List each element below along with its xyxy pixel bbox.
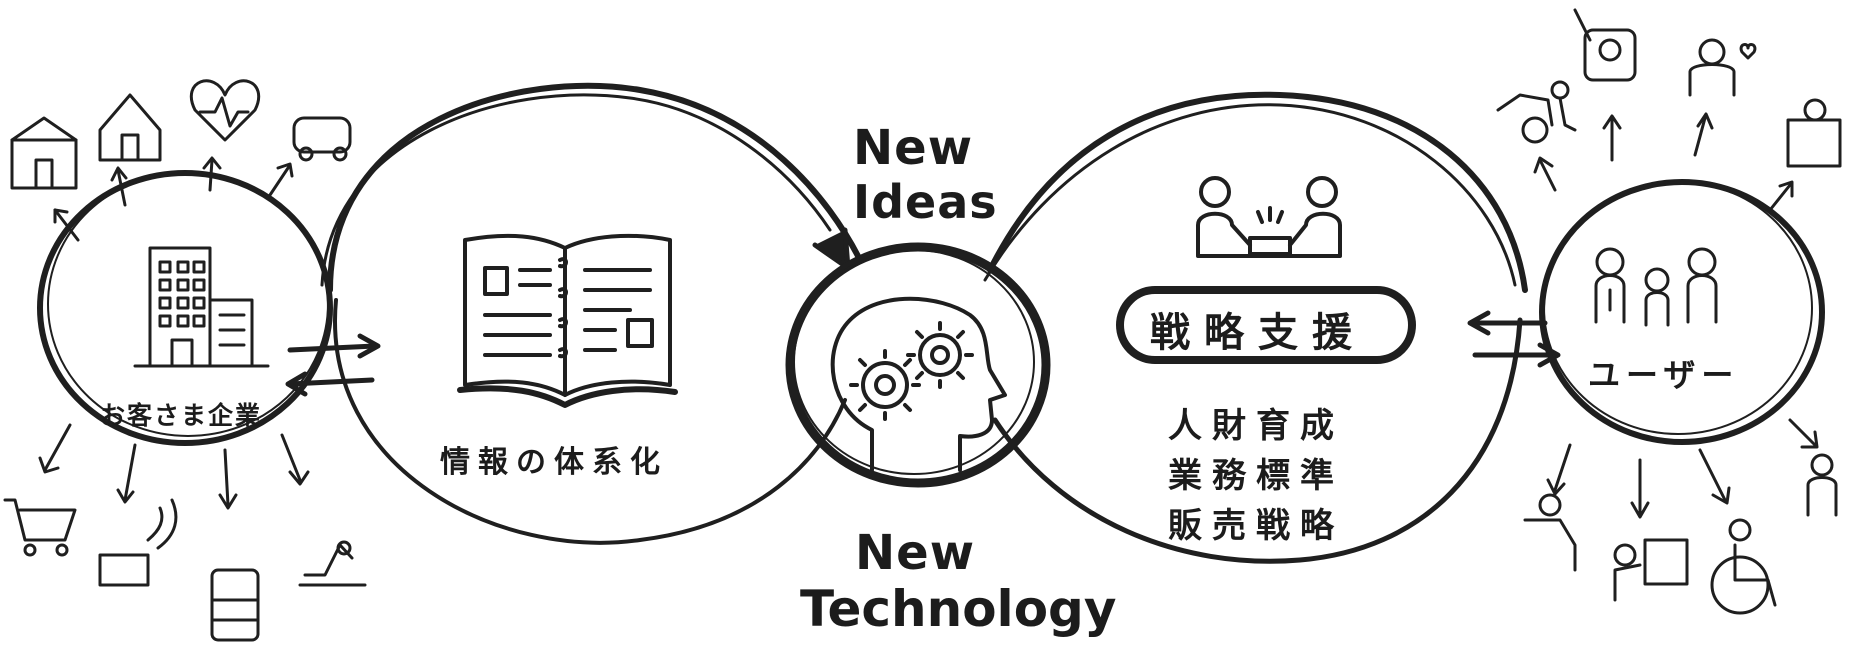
user-circle bbox=[1539, 179, 1825, 445]
strategy-item-sales: 販売戦略 bbox=[1168, 506, 1344, 546]
elderly-user-icon bbox=[1583, 28, 1637, 82]
school-icon bbox=[10, 138, 78, 190]
exchange-arrows-right bbox=[1467, 310, 1561, 368]
strategy-item-hr: 人財育成 bbox=[1168, 406, 1344, 446]
wheelchair-care-icon bbox=[1521, 116, 1549, 144]
robot-arm-icon bbox=[303, 543, 354, 577]
child-user-icon bbox=[1810, 453, 1834, 477]
head-gears-icon bbox=[830, 296, 1007, 472]
exchange-arrows-left bbox=[285, 333, 381, 397]
open-book-icon bbox=[457, 233, 678, 408]
strategy-badge bbox=[1116, 286, 1416, 364]
wheelchair-icon bbox=[1710, 555, 1770, 615]
office-building-icon bbox=[133, 246, 270, 368]
train-icon bbox=[210, 568, 260, 642]
presenter-icon bbox=[1643, 538, 1689, 586]
users-family-icon bbox=[1594, 247, 1718, 327]
client-label: お客さま企業 bbox=[100, 401, 263, 430]
car-icon bbox=[292, 116, 352, 154]
caregiver-icon bbox=[1698, 38, 1726, 66]
client-circle bbox=[37, 170, 333, 446]
chair-user-icon bbox=[1523, 518, 1577, 572]
systematization-label: 情報の体系化 bbox=[440, 445, 668, 480]
user-label: ユーザー bbox=[1588, 356, 1740, 394]
new-ideas-label-2: Ideas bbox=[853, 175, 998, 229]
new-technology-label-1: New bbox=[855, 525, 976, 581]
client-satellite-icons bbox=[3, 79, 367, 642]
new-ideas-label-1: New bbox=[853, 120, 974, 176]
user-satellite-icons bbox=[1496, 8, 1842, 615]
strategy-item-operations: 業務標準 bbox=[1168, 456, 1344, 496]
house-icon bbox=[98, 93, 162, 162]
shopping-cart-icon bbox=[3, 498, 77, 542]
heart-health-icon bbox=[189, 79, 261, 142]
ideas-circle bbox=[785, 242, 1051, 488]
strategy-support-label: 戦略支援 bbox=[1150, 310, 1366, 356]
office-worker-icon bbox=[1786, 118, 1842, 168]
partners-icon bbox=[1196, 176, 1342, 258]
infinity-loop bbox=[320, 82, 1528, 564]
new-technology-label-2: Technology bbox=[800, 580, 1117, 638]
loop-arrow-into-center bbox=[812, 227, 851, 271]
delivery-icon bbox=[98, 553, 150, 587]
